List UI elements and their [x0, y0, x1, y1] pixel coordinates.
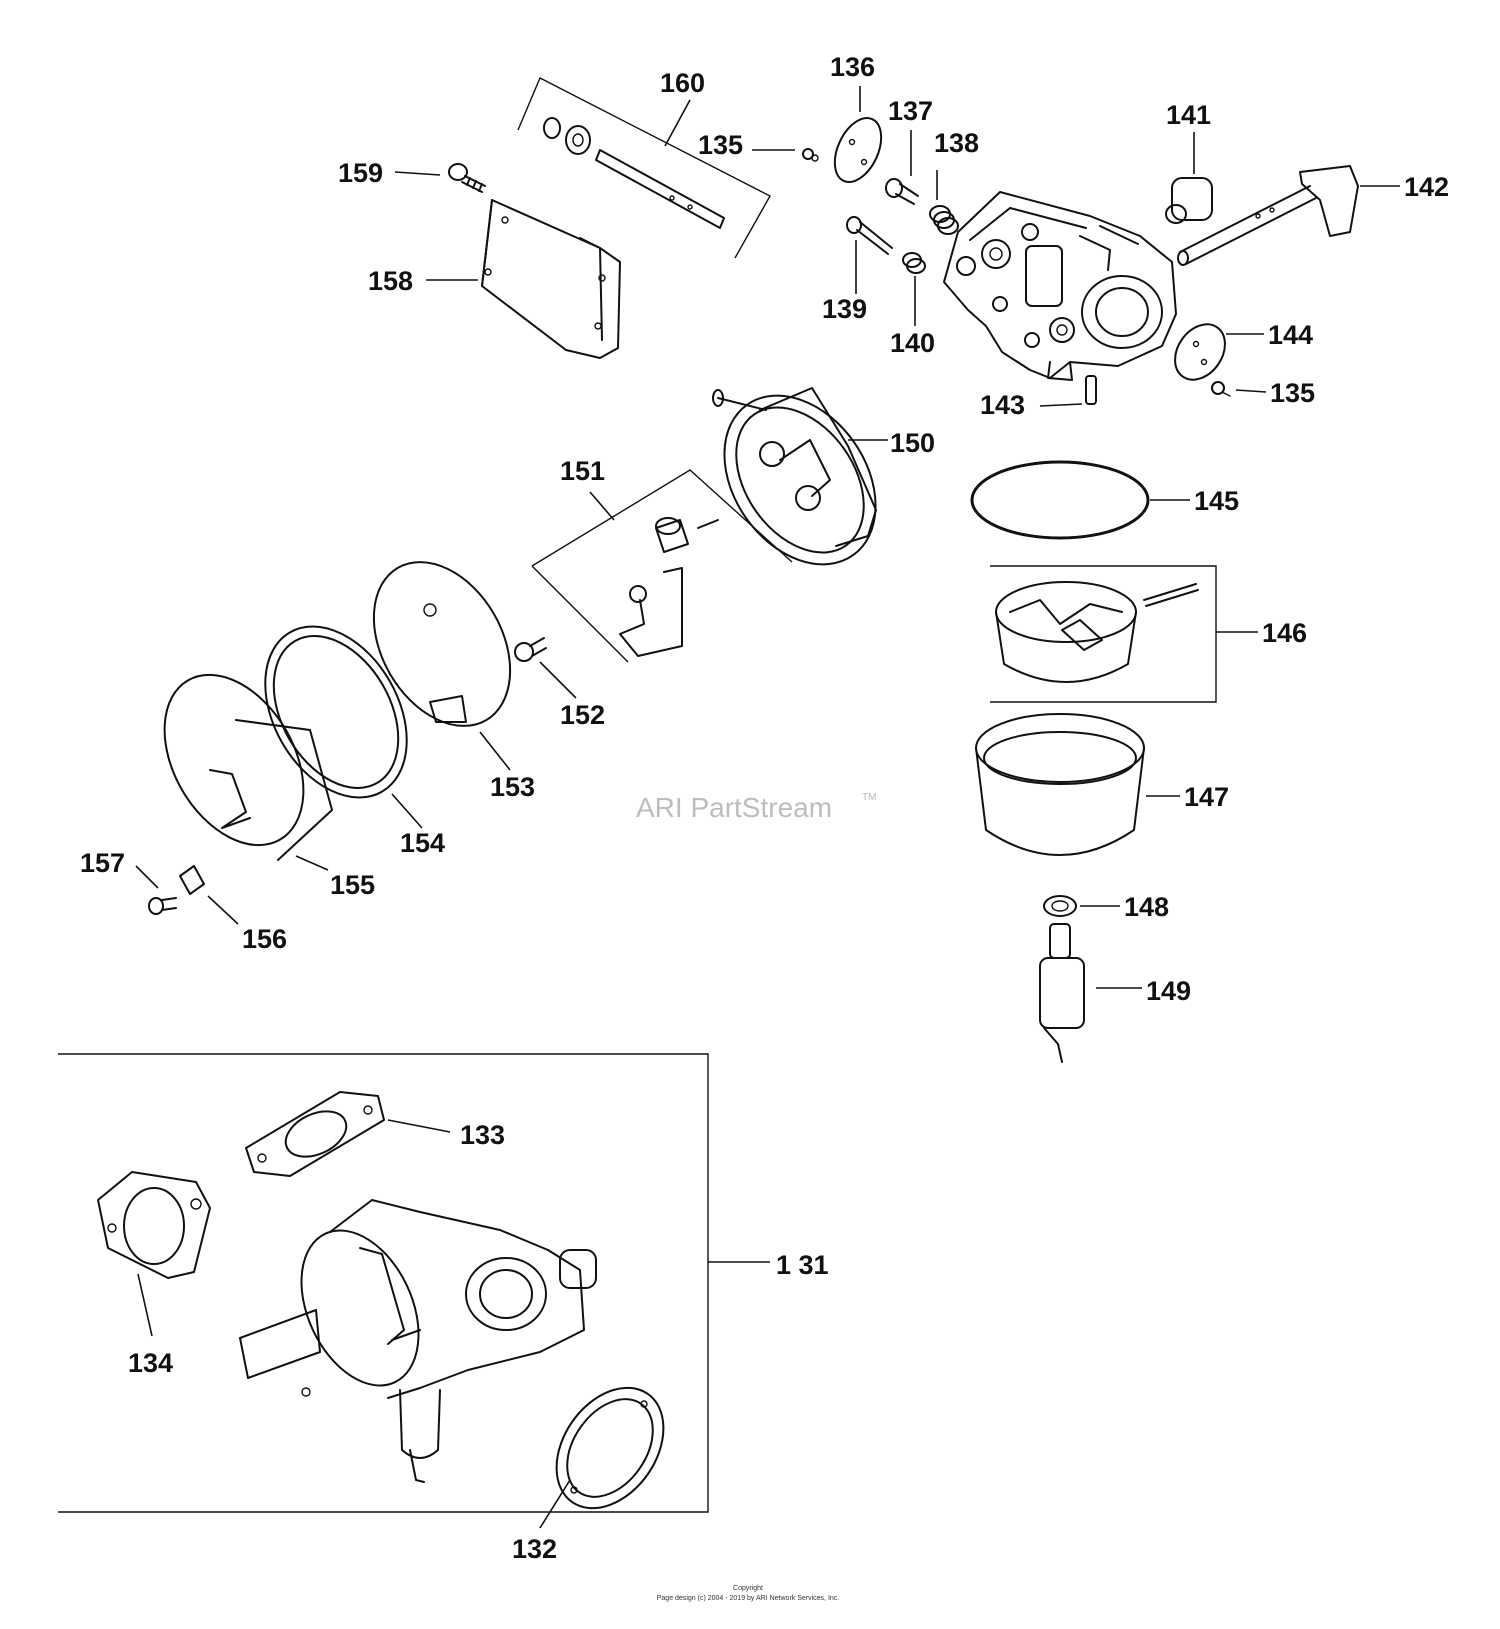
part-141-knob — [1165, 132, 1213, 224]
footer-page-design: Page design (c) 2004 - 2019 by ARI Netwo… — [657, 1595, 840, 1602]
callout-152: 152 — [560, 700, 605, 730]
part-145-o-ring — [970, 460, 1190, 540]
part-139-mixture-screw — [846, 216, 893, 294]
callout-138: 138 — [934, 128, 979, 158]
part-156-clip — [179, 865, 239, 925]
part-138-spring — [929, 170, 959, 235]
part-149-solenoid — [1039, 923, 1142, 1063]
callout-143: 143 — [980, 390, 1025, 420]
callout-157: 157 — [80, 848, 125, 878]
watermark-tm: TM — [862, 792, 876, 803]
part-133-gasket — [245, 1091, 385, 1177]
callout-137: 137 — [888, 96, 933, 126]
callout-141: 141 — [1166, 100, 1211, 130]
part-carburetor-body — [943, 191, 1177, 381]
callout-149: 149 — [1146, 976, 1191, 1006]
part-148-washer — [1043, 895, 1120, 917]
callout-135-top: 135 — [698, 130, 743, 160]
callout-160: 160 — [660, 68, 705, 98]
part-160-shaft-kit — [517, 77, 771, 259]
callout-150: 150 — [890, 428, 935, 458]
callout-131: 1 31 — [776, 1250, 829, 1280]
callout-156: 156 — [242, 924, 287, 954]
callout-154: 154 — [400, 828, 445, 858]
part-146-float — [990, 565, 1258, 703]
part-134-gasket — [97, 1171, 211, 1279]
part-153-diaphragm — [372, 561, 512, 771]
part-150-housing — [712, 387, 888, 566]
part-152-screw — [514, 637, 577, 699]
callout-159: 159 — [338, 158, 383, 188]
part-158-bracket-plate — [426, 199, 621, 359]
part-135-screw-right — [1211, 381, 1267, 397]
part-131-assembly — [58, 1053, 770, 1529]
part-137-idle-screw — [885, 130, 919, 205]
callout-146: 146 — [1262, 618, 1307, 648]
callout-133: 133 — [460, 1120, 505, 1150]
footer-copyright: Copyright — [733, 1585, 763, 1592]
part-154-gasket — [264, 625, 423, 829]
callout-142: 142 — [1404, 172, 1449, 202]
callout-148: 148 — [1124, 892, 1169, 922]
callout-151: 151 — [560, 456, 605, 486]
part-132-plate — [555, 1386, 665, 1510]
part-135-screw-top — [752, 148, 819, 162]
callout-144: 144 — [1268, 320, 1313, 350]
part-157-screw — [135, 865, 177, 915]
callout-145: 145 — [1194, 486, 1239, 516]
callout-155: 155 — [330, 870, 375, 900]
callout-132: 132 — [512, 1534, 557, 1564]
callout-136: 136 — [830, 52, 875, 82]
callout-140: 140 — [890, 328, 935, 358]
part-140-spring — [902, 252, 926, 326]
callout-153: 153 — [490, 772, 535, 802]
part-159-screw — [394, 163, 486, 193]
part-144-choke-plate — [1174, 323, 1264, 381]
callout-158: 158 — [368, 266, 413, 296]
callout-147: 147 — [1184, 782, 1229, 812]
callout-139: 139 — [822, 294, 867, 324]
part-136-throttle-plate — [833, 86, 883, 183]
callout-134: 134 — [128, 1348, 173, 1378]
watermark: ARI PartStream — [636, 792, 832, 823]
callout-135-right: 135 — [1270, 378, 1315, 408]
part-151-float-kit — [531, 469, 793, 663]
part-147-bowl — [975, 713, 1180, 856]
part-155-cover — [163, 673, 333, 871]
part-142-choke-shaft — [1177, 165, 1400, 266]
part-143-pin — [1039, 375, 1097, 407]
